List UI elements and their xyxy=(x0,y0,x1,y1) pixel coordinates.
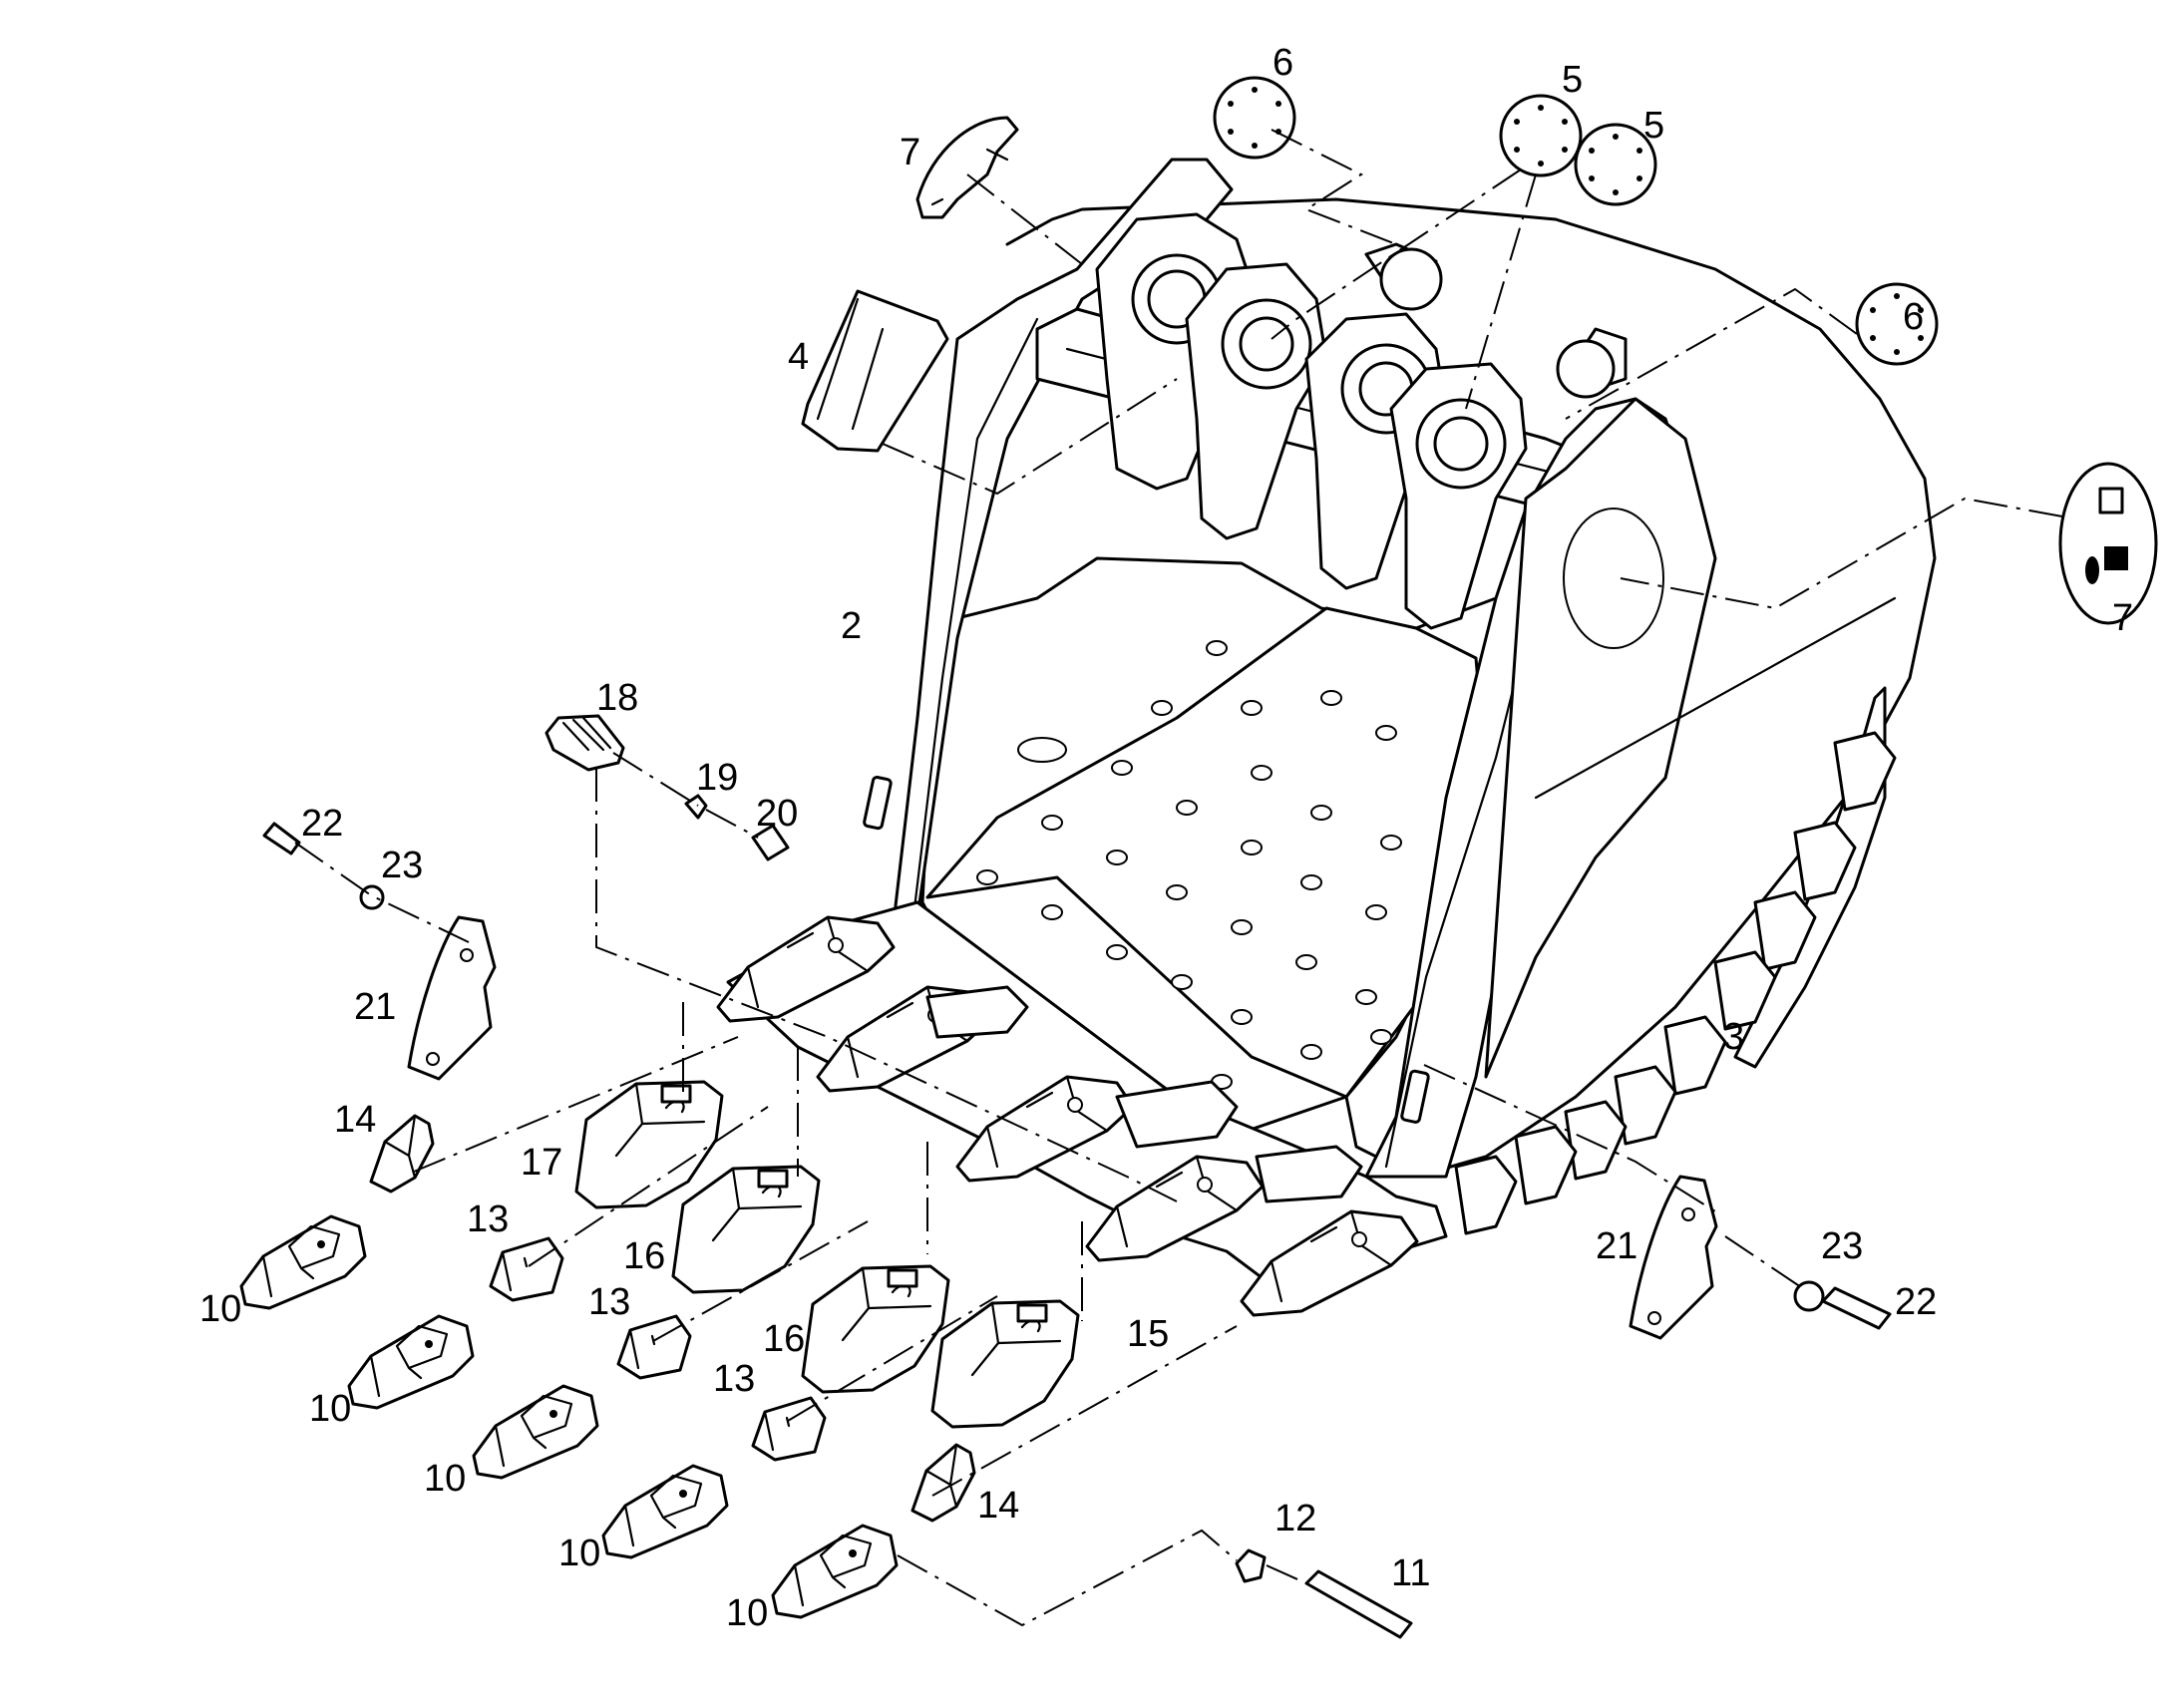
tooth-10a xyxy=(239,1214,367,1310)
callout-20: 20 xyxy=(756,793,798,835)
leader-lines xyxy=(294,129,2063,1627)
pin-22b xyxy=(1821,1286,1892,1330)
callout-10b: 10 xyxy=(309,1388,351,1430)
callout-21b: 21 xyxy=(1596,1225,1637,1267)
side-cutter-21a xyxy=(407,915,497,1081)
wrap-13c xyxy=(751,1396,827,1462)
washer-19 xyxy=(684,794,708,820)
callout-10d: 10 xyxy=(558,1533,600,1574)
callout-14b: 14 xyxy=(977,1485,1019,1527)
callout-22b: 22 xyxy=(1895,1281,1937,1323)
loose-parts xyxy=(239,76,2158,1639)
callout-4: 4 xyxy=(788,336,809,378)
callout-12: 12 xyxy=(1274,1498,1316,1539)
retainer-12 xyxy=(1235,1548,1267,1583)
shroud-17 xyxy=(574,1080,724,1209)
callout-2: 2 xyxy=(841,605,862,647)
decal-disc-7b xyxy=(2058,462,2158,625)
callout-10e: 10 xyxy=(726,1592,768,1634)
shroud-15 xyxy=(930,1299,1080,1429)
callout-14a: 14 xyxy=(334,1099,376,1141)
callout-7b: 7 xyxy=(2112,597,2133,639)
bolt-20 xyxy=(751,824,790,861)
callout-10a: 10 xyxy=(199,1288,241,1330)
callouts: 2 3 4 5 5 6 6 7 7 10 10 10 10 10 11 12 1… xyxy=(199,42,2133,1634)
callout-21a: 21 xyxy=(354,986,396,1028)
callout-15: 15 xyxy=(1127,1313,1169,1355)
bucket-body xyxy=(716,158,1937,1317)
linkage-lugs xyxy=(1095,212,1628,630)
callout-3: 3 xyxy=(1723,1016,1744,1058)
callout-6b: 6 xyxy=(1903,296,1924,338)
pin-11 xyxy=(1304,1569,1413,1639)
callout-11: 11 xyxy=(1391,1552,1430,1594)
wrap-13a xyxy=(489,1236,564,1302)
callout-13a: 13 xyxy=(467,1198,509,1240)
callout-19: 19 xyxy=(696,757,738,799)
callout-18: 18 xyxy=(596,677,638,719)
cover-plate-6b xyxy=(1855,282,1939,366)
cover-plate-5a xyxy=(1499,94,1583,177)
callout-22a: 22 xyxy=(301,803,343,845)
callout-16b: 16 xyxy=(763,1318,805,1360)
callout-6a: 6 xyxy=(1272,42,1293,84)
side-cutter-21b xyxy=(1629,1175,1718,1340)
callout-5b: 5 xyxy=(1643,105,1664,147)
callout-23a: 23 xyxy=(381,845,423,886)
heel-wear-blocks xyxy=(1454,731,1897,1235)
callout-23b: 23 xyxy=(1821,1225,1863,1267)
shroud-16a xyxy=(671,1165,821,1294)
floor-holes xyxy=(976,640,1477,1090)
tooth-10e xyxy=(771,1524,899,1619)
cover-plate-6a xyxy=(1213,76,1296,160)
wear-plate-4 xyxy=(801,289,949,453)
callout-13c: 13 xyxy=(713,1358,755,1400)
retainer-plate-7a xyxy=(915,116,1019,219)
callout-13b: 13 xyxy=(588,1281,630,1323)
corner-wrap-14a xyxy=(369,1114,435,1194)
shroud-16b xyxy=(801,1264,950,1394)
tooth-10b xyxy=(347,1314,475,1410)
mounted-wraps xyxy=(925,985,1363,1203)
callout-17: 17 xyxy=(521,1142,562,1184)
lock-18 xyxy=(545,714,625,772)
corner-wrap-14b xyxy=(910,1443,976,1523)
pin-22a xyxy=(262,822,301,855)
callout-7a: 7 xyxy=(900,132,920,173)
retainer-23b xyxy=(1793,1280,1825,1312)
callout-10c: 10 xyxy=(424,1458,466,1500)
tooth-10d xyxy=(601,1464,729,1559)
callout-16a: 16 xyxy=(623,1235,665,1277)
callout-5a: 5 xyxy=(1562,59,1583,101)
tooth-10c xyxy=(472,1384,599,1480)
